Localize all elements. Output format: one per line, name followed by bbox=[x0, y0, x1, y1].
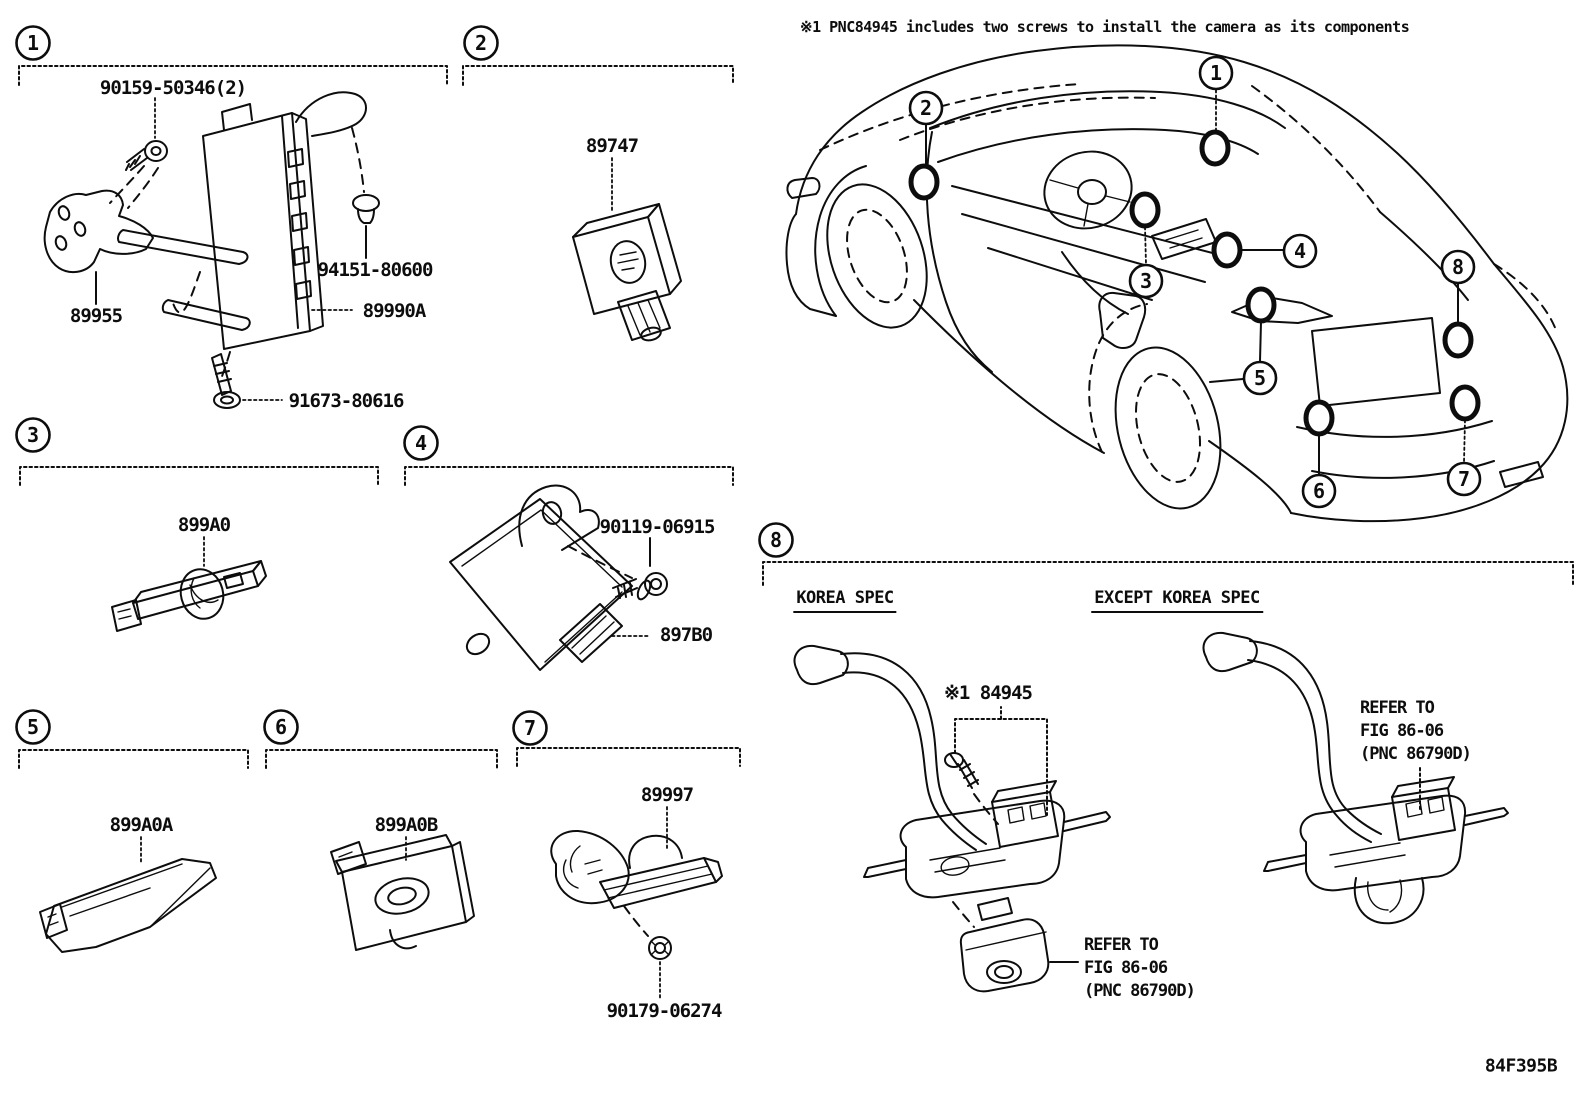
part-label-91673-80616: 91673-80616 bbox=[288, 390, 405, 412]
part-label-89997: 89997 bbox=[640, 784, 694, 806]
location-marker-6 bbox=[1303, 399, 1335, 437]
camera-screws-note: ※1 PNC84945 includes two screws to insta… bbox=[800, 18, 1410, 36]
part-label-89990A: 89990A bbox=[362, 300, 427, 322]
refer-note-korea: REFER TO FIG 86-06 (PNC 86790D) bbox=[1084, 935, 1196, 1001]
except-korea-spec-heading: EXCEPT KOREA SPEC bbox=[1091, 588, 1263, 613]
section-4-group: 4 bbox=[403, 425, 734, 671]
part-899A0A-antenna-drawing bbox=[39, 836, 217, 953]
part-label-90159-50346: 90159-50346(2) bbox=[99, 77, 247, 99]
part-90159-screw-drawing bbox=[109, 97, 168, 209]
section-8-badge bbox=[758, 522, 794, 558]
car-callout-4 bbox=[1282, 233, 1318, 269]
part-label-89747: 89747 bbox=[585, 135, 639, 157]
part-label-899A0A: 899A0A bbox=[109, 814, 174, 836]
section-4-badge-number: 4 bbox=[415, 431, 427, 455]
part-label-89955: 89955 bbox=[69, 305, 123, 327]
korea-spec-heading: KOREA SPEC bbox=[793, 588, 897, 613]
korea-spec-camera-drawing bbox=[793, 644, 1111, 993]
svg-text:1: 1 bbox=[1210, 61, 1222, 85]
section-5-badge bbox=[15, 709, 51, 745]
svg-text:6: 6 bbox=[1313, 479, 1325, 503]
location-marker-8 bbox=[1442, 321, 1474, 359]
section-3-badge bbox=[15, 417, 51, 453]
section-6-bracket bbox=[265, 749, 498, 769]
section-6-badge bbox=[263, 709, 299, 745]
section-4-bracket bbox=[404, 466, 734, 486]
svg-text:4: 4 bbox=[1294, 239, 1306, 263]
section-8-group: 8 bbox=[758, 522, 1574, 993]
location-marker-3 bbox=[1129, 191, 1161, 229]
location-marker-7 bbox=[1449, 384, 1481, 422]
location-marker-2 bbox=[908, 163, 940, 201]
part-90119-bolt-drawing bbox=[567, 537, 668, 601]
section-1-badge bbox=[15, 25, 51, 61]
car-callout-5 bbox=[1242, 360, 1278, 396]
section-5-bracket bbox=[18, 749, 249, 769]
car-overview-drawing bbox=[785, 44, 1569, 523]
section-7-badge-number: 7 bbox=[524, 716, 536, 740]
section-7-group: 7 bbox=[512, 710, 741, 1001]
refer-note-except-korea: REFER TO FIG 86-06 (PNC 86790D) bbox=[1360, 698, 1472, 764]
section-1-group: 1 bbox=[15, 25, 448, 409]
section-3-group: 3 bbox=[15, 417, 379, 632]
section-2-bracket bbox=[462, 65, 734, 86]
location-marker-1 bbox=[1199, 129, 1231, 167]
section-1-badge-number: 1 bbox=[27, 31, 39, 55]
section-5-group: 5 bbox=[15, 709, 249, 953]
car-callout-6 bbox=[1301, 473, 1337, 509]
part-897B0-module-drawing bbox=[449, 484, 633, 671]
car-callouts: 1 2 3 4 5 6 7 8 bbox=[908, 55, 1482, 509]
part-94151-grommet-drawing bbox=[351, 127, 380, 259]
section-3-badge-number: 3 bbox=[27, 423, 39, 447]
section-8-badge-number: 8 bbox=[770, 528, 782, 552]
svg-text:7: 7 bbox=[1458, 467, 1470, 491]
section-2-badge bbox=[463, 25, 499, 61]
section-2-group: 2 bbox=[462, 25, 734, 342]
svg-text:5: 5 bbox=[1254, 366, 1266, 390]
part-89997-buzzer-drawing bbox=[550, 806, 723, 909]
location-marker-4 bbox=[1211, 231, 1243, 269]
part-91673-screw-drawing bbox=[211, 351, 283, 409]
part-label-90119-06915: 90119-06915 bbox=[599, 516, 716, 538]
part-label-899A0: 899A0 bbox=[177, 514, 231, 536]
car-callout-3 bbox=[1128, 263, 1164, 299]
car-callout-8 bbox=[1440, 249, 1476, 285]
car-callout-2 bbox=[908, 90, 944, 126]
section-8-bracket bbox=[762, 561, 1574, 586]
part-label-94151-80600: 94151-80600 bbox=[317, 259, 434, 281]
part-label-897B0: 897B0 bbox=[659, 624, 713, 646]
section-7-bracket bbox=[516, 747, 741, 767]
except-korea-spec-camera-drawing bbox=[1202, 631, 1509, 925]
figure-code: 84F395B bbox=[1484, 1055, 1558, 1077]
car-callout-7 bbox=[1446, 461, 1482, 497]
location-marker-5 bbox=[1245, 286, 1277, 324]
section-7-badge bbox=[512, 710, 548, 746]
section-6-badge-number: 6 bbox=[275, 715, 287, 739]
section-2-badge-number: 2 bbox=[475, 31, 487, 55]
part-90179-nut-drawing bbox=[623, 905, 672, 1001]
section-1-bracket bbox=[18, 65, 448, 86]
part-label-84945: ※1 84945 bbox=[944, 682, 1033, 704]
car-callout-1 bbox=[1198, 55, 1234, 91]
part-label-90179-06274: 90179-06274 bbox=[606, 1000, 723, 1022]
part-899A0B-antenna-drawing bbox=[330, 834, 475, 951]
svg-text:2: 2 bbox=[920, 96, 932, 120]
part-89955-bracket-drawing bbox=[43, 189, 249, 305]
part-label-899A0B: 899A0B bbox=[374, 814, 439, 836]
svg-text:8: 8 bbox=[1452, 255, 1464, 279]
part-89747-relay-drawing bbox=[572, 157, 682, 342]
section-6-group: 6 bbox=[263, 709, 498, 951]
svg-text:3: 3 bbox=[1140, 269, 1152, 293]
section-3-bracket bbox=[19, 466, 379, 486]
part-89990A-ecu-drawing bbox=[161, 91, 367, 350]
section-4-badge bbox=[403, 425, 439, 461]
part-899A0-antenna-drawing bbox=[111, 536, 267, 632]
section-5-badge-number: 5 bbox=[27, 715, 39, 739]
